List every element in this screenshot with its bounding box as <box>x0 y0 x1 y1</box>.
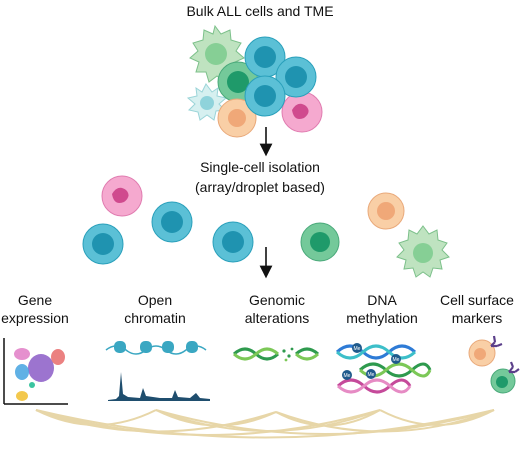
methyl-tag-1: Me <box>352 343 362 353</box>
isolated-blue-cell-3 <box>212 221 254 263</box>
dna-methylation-strands: Me Me Me Me <box>335 343 432 394</box>
methyl-tag-2: Me <box>391 354 401 364</box>
isolated-pink-cell <box>101 175 143 217</box>
cluster-blue-cell-1 <box>244 36 286 78</box>
cluster-pink-cell <box>281 91 323 133</box>
cluster-orange-cell <box>217 98 257 138</box>
step-label-line1: Single-cell isolation <box>200 159 320 175</box>
methyl-tag-4: Me <box>366 369 376 379</box>
gene-expression-scatter <box>3 338 68 405</box>
spiky-teal-cell <box>186 83 228 121</box>
bulk-cell-cluster <box>186 24 323 138</box>
diagram-title: Bulk ALL cells and TME <box>186 3 334 19</box>
cluster-blue-cell-2 <box>275 56 317 98</box>
step-label-line2: (array/droplet based) <box>195 179 325 195</box>
integration-arcs <box>35 409 495 439</box>
isolated-blue-cell-1 <box>151 201 193 243</box>
open-chromatin-track <box>105 341 210 401</box>
svg-text:Me: Me <box>344 373 351 379</box>
isolated-green-cell <box>300 222 340 262</box>
svg-text:Me: Me <box>354 346 361 352</box>
isolated-spiky-green-cell <box>396 225 450 278</box>
genomic-alterations-dna <box>232 347 320 362</box>
isolated-blue-cell-2 <box>82 223 124 265</box>
svg-text:Me: Me <box>393 357 400 363</box>
cell-surface-markers <box>468 335 520 394</box>
svg-text:Me: Me <box>368 372 375 378</box>
methyl-tag-3: Me <box>342 370 352 380</box>
cluster-blue-cell-3 <box>244 75 286 117</box>
isolated-orange-cell <box>367 192 405 230</box>
